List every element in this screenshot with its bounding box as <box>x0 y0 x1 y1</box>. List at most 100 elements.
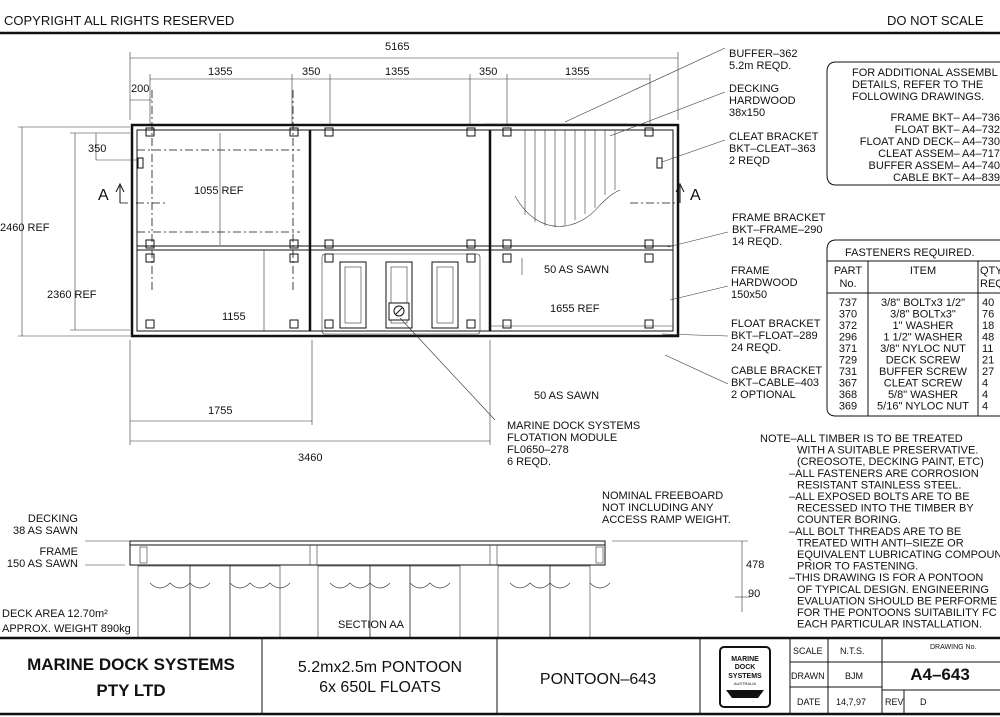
fastener-qty: 4 <box>982 401 988 413</box>
note-line: –THIS DRAWING IS FOR A PONTOON <box>789 572 983 584</box>
fastener-part: 367 <box>839 378 857 390</box>
rev-label: REV <box>885 697 904 707</box>
fastener-item: 1" WASHER <box>893 320 954 332</box>
svg-text:DOCK: DOCK <box>735 664 756 671</box>
fastener-item: 5/16" NYLOC NUT <box>877 401 969 413</box>
section-title: SECTION AA <box>338 619 405 631</box>
plan-view: A A 5165 1355 350 1355 350 1355 200 2460… <box>0 41 826 468</box>
fastener-qty: 21 <box>982 355 994 367</box>
rev-value: D <box>920 697 927 707</box>
drawing-description-2: 6x 650L FLOATS <box>319 679 441 696</box>
scale-value: N.T.S. <box>840 646 865 656</box>
fastener-part: 731 <box>839 366 857 378</box>
fastener-part: 372 <box>839 320 857 332</box>
fastener-item: 3/8" BOLTx3" <box>890 309 956 321</box>
section-mark-left: A <box>98 187 109 204</box>
fastener-part: 737 <box>839 297 857 309</box>
note-line: EACH PARTICULAR INSTALLATION. <box>797 619 982 631</box>
note-line: –ALL BOLT THREADS ARE TO BE <box>789 526 961 538</box>
company-logo: MARINE DOCK SYSTEMS AUSTRALIA <box>719 646 771 708</box>
dim-1055-ref: 1055 REF <box>194 185 244 197</box>
deck-area: DECK AREA 12.70m² <box>2 608 108 620</box>
reference-item: FLOAT AND DECK– A4–730 <box>860 136 1000 148</box>
fastener-qty: 40 <box>982 297 994 309</box>
do-not-scale-note: DO NOT SCALE <box>887 13 984 28</box>
dim-overall-height: 2460 REF <box>0 222 50 234</box>
fastener-part: 370 <box>839 309 857 321</box>
drawing-name: PONTOON–643 <box>540 671 656 688</box>
note-line: –ALL EXPOSED BOLTS ARE TO BE <box>789 491 970 503</box>
note-line: –ALL FASTENERS ARE CORROSION <box>789 468 979 480</box>
fastener-part: 729 <box>839 355 857 367</box>
drawing-no-label: DRAWING No. <box>930 644 976 651</box>
svg-text:SYSTEMS: SYSTEMS <box>728 673 762 680</box>
dim-50-as-sawn-1: 50 AS SAWN <box>544 264 609 276</box>
date-label: DATE <box>797 697 820 707</box>
note-line: TREATED WITH ANTI–SIEZE OR <box>797 537 964 549</box>
header-item: ITEM <box>910 265 936 277</box>
drawn-value: BJM <box>845 671 863 681</box>
fastener-item: 5/8" WASHER <box>888 389 958 401</box>
dim-50-as-sawn-2: 50 AS SAWN <box>534 390 599 402</box>
reference-item: FLOAT BKT– A4–732 <box>895 124 1000 136</box>
scale-label: SCALE <box>793 646 823 656</box>
dim-90: 90 <box>748 588 760 600</box>
note-line: FOR THE PONTOONS SUITABILITY FC <box>797 607 997 619</box>
fastener-item: 1 1/2" WASHER <box>883 332 962 344</box>
fastener-item: 3/8" BOLTx3 1/2" <box>881 297 965 309</box>
reference-item: CABLE BKT– A4–839 <box>893 172 1000 184</box>
fastener-qty: 18 <box>982 320 994 332</box>
drawing-description-1: 5.2mx2.5m PONTOON <box>298 659 462 676</box>
fastener-qty: 11 <box>982 343 993 355</box>
fastener-qty: 4 <box>982 378 988 390</box>
dim-gap-1: 350 <box>302 66 320 78</box>
dim-bay-1: 1355 <box>208 66 232 78</box>
fasteners-title: FASTENERS REQUIRED. <box>845 247 975 259</box>
fastener-qty: 76 <box>982 309 994 321</box>
dim-478: 478 <box>746 559 764 571</box>
note-line: RECESSED INTO THE TIMBER BY <box>797 503 974 515</box>
title-block: MARINE DOCK SYSTEMS PTY LTD 5.2mx2.5m PO… <box>0 636 1000 716</box>
dim-bay-3: 1355 <box>565 66 589 78</box>
dim-cleat-offset: 350 <box>88 143 106 155</box>
note-line: WITH A SUITABLE PRESERVATIVE. <box>797 445 978 457</box>
note-line: PRIOR TO FASTENING. <box>797 561 918 573</box>
fastener-qty: 48 <box>982 332 994 344</box>
fastener-item: CLEAT SCREW <box>884 378 963 390</box>
svg-text:MARINE: MARINE <box>731 656 759 663</box>
dim-1755: 1755 <box>208 405 232 417</box>
note-line: COUNTER BORING. <box>797 514 901 526</box>
fastener-qty: 4 <box>982 389 988 401</box>
dim-edge: 200 <box>131 83 149 95</box>
company-name: MARINE DOCK SYSTEMS <box>27 655 235 674</box>
svg-text:AUSTRALIA: AUSTRALIA <box>734 681 757 686</box>
company-suffix: PTY LTD <box>96 681 165 700</box>
note-line: EVALUATION SHOULD BE PERFORME <box>797 595 997 607</box>
note-line: (CREOSOTE, DECKING PAINT, ETC) <box>797 456 984 468</box>
note-line: RESISTANT STAINLESS STEEL. <box>797 479 961 491</box>
dim-gap-2: 350 <box>479 66 497 78</box>
fastener-part: 371 <box>839 343 857 355</box>
reference-item: FRAME BKT– A4–736 <box>891 112 1000 124</box>
copyright-note: COPYRIGHT ALL RIGHTS RESERVED <box>4 13 234 28</box>
note-line: NOTE–ALL TIMBER IS TO BE TREATED <box>760 433 963 445</box>
fastener-part: 368 <box>839 389 857 401</box>
date-value: 14,7,97 <box>836 697 866 707</box>
dim-3460: 3460 <box>298 452 322 464</box>
drawing-number: A4–643 <box>910 665 970 684</box>
note-line: EQUIVALENT LUBRICATING COMPOUN <box>797 549 1000 561</box>
